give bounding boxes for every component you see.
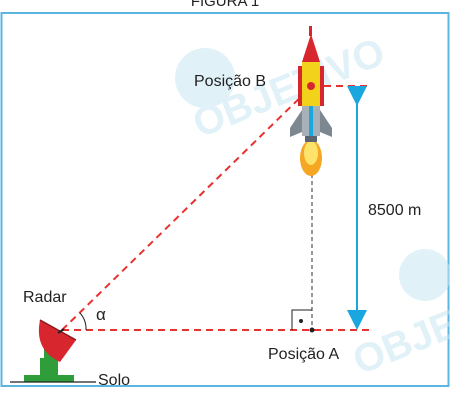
radar-icon (24, 319, 77, 382)
label-distance: 8500 m (368, 202, 421, 219)
right-angle-dot (299, 319, 303, 323)
figure-border (0, 12, 450, 387)
figure-title: FIGURA 1 (191, 0, 259, 10)
rocket-icon (290, 26, 332, 176)
label-position-b: Posição B (194, 73, 266, 90)
label-position-a: Posição A (268, 346, 339, 363)
line-of-sight (61, 85, 313, 331)
label-ground: Solo (98, 372, 130, 388)
watermark-bottom: OBJETIVO (347, 249, 450, 383)
angle-arc (79, 312, 87, 331)
label-angle: α (96, 305, 106, 324)
position-a-dot (309, 327, 315, 333)
label-radar: Radar (23, 289, 67, 306)
right-angle-marker (291, 309, 312, 330)
